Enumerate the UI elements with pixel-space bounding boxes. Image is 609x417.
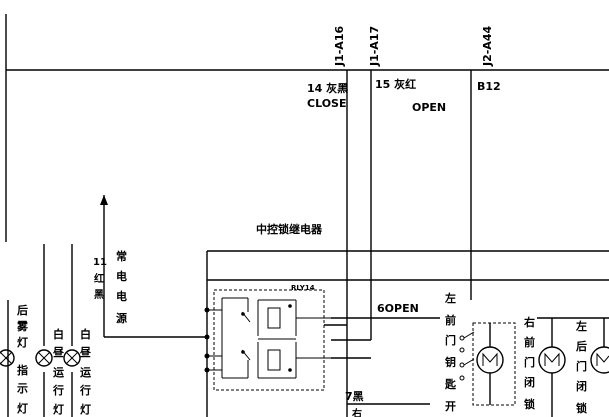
relay-title: 中控锁继电器 [256, 222, 323, 236]
motor-icon [590, 346, 609, 374]
wire-label-15: 15 灰红 [375, 77, 416, 91]
svg-text:电: 电 [116, 269, 127, 283]
arrow-up-icon [100, 195, 108, 205]
svg-text:匙: 匙 [444, 377, 457, 391]
svg-text:门: 门 [524, 355, 535, 369]
svg-text:昼: 昼 [52, 346, 65, 359]
svg-text:锁: 锁 [576, 401, 587, 415]
relay-contacts [221, 297, 331, 379]
wire-label-6open: 6OPEN [377, 302, 419, 315]
svg-text:运: 运 [80, 366, 91, 379]
day-run-label-1: 白 昼 运 行 灯 [52, 327, 65, 416]
svg-text:门: 门 [576, 359, 587, 373]
right-front-door-lock-label: 右 前 门 闭 锁 [523, 315, 535, 411]
lamp-icon [0, 349, 15, 367]
wire-label-b12: B12 [477, 80, 501, 93]
lamp-icon [35, 349, 53, 367]
svg-text:闭: 闭 [576, 379, 587, 393]
motor-icon [538, 346, 566, 374]
svg-text:运: 运 [53, 366, 64, 379]
connector-j2-a44: J2-A44 [481, 26, 494, 67]
key-switch-contacts [459, 331, 475, 381]
svg-text:灯: 灯 [53, 402, 64, 416]
motor-icon [476, 346, 504, 374]
svg-text:雾: 雾 [16, 319, 29, 333]
left-front-motor-box [472, 322, 516, 406]
svg-text:钥: 钥 [445, 355, 456, 369]
wire-label-11: 11 [93, 257, 107, 268]
svg-text:左: 左 [575, 319, 587, 333]
lamp-icon [63, 349, 81, 367]
svg-text:灯: 灯 [80, 402, 91, 416]
day-run-label-2: 白 昼 运 行 灯 [79, 327, 92, 416]
connector-j1-a17: J1-A17 [368, 26, 381, 67]
connector-j1-a16: J1-A16 [333, 26, 346, 67]
wire-label-14: 14 灰黑 [307, 81, 348, 95]
relay-id: RLY14 [291, 284, 315, 292]
left-rear-door-lock-label: 左 后 门 闭 锁 [575, 319, 587, 415]
standby-power-label: 常 电 电 源 [116, 249, 127, 325]
svg-text:前: 前 [524, 335, 535, 349]
svg-text:白: 白 [80, 327, 91, 341]
rear-fog-label: 后 雾 灯 指 示 灯 [16, 303, 29, 415]
svg-text:后: 后 [17, 303, 28, 317]
wire-color-red: 红 [94, 272, 104, 285]
svg-text:门: 门 [445, 333, 456, 347]
relay-box [213, 289, 325, 391]
svg-text:灯: 灯 [17, 335, 28, 349]
wire-label-open: OPEN [412, 101, 446, 114]
left-front-door-key-label: 左 前 门 钥 匙 开 [444, 291, 457, 413]
svg-text:行: 行 [79, 383, 91, 397]
svg-text:闭: 闭 [524, 375, 535, 389]
svg-text:右: 右 [523, 315, 535, 329]
svg-text:常: 常 [116, 249, 127, 263]
svg-text:行: 行 [52, 383, 64, 397]
wire-color-black: 黑 [94, 289, 104, 301]
svg-text:示: 示 [16, 382, 28, 395]
svg-text:昼: 昼 [79, 346, 92, 359]
svg-text:后: 后 [576, 339, 587, 353]
wire-label-7black: 7黑 [345, 390, 364, 403]
svg-text:灯: 灯 [17, 401, 28, 415]
svg-text:前: 前 [445, 313, 456, 327]
svg-text:指: 指 [17, 363, 28, 377]
svg-text:锁: 锁 [524, 397, 535, 411]
relay-pins [204, 307, 222, 373]
svg-text:源: 源 [116, 311, 127, 325]
svg-text:电: 电 [116, 289, 127, 303]
wire-label-close: CLOSE [307, 97, 346, 110]
svg-text:开: 开 [445, 400, 456, 413]
svg-text:白: 白 [53, 327, 64, 341]
bottom-partial-label: 右 [351, 407, 362, 417]
svg-text:左: 左 [444, 291, 456, 305]
